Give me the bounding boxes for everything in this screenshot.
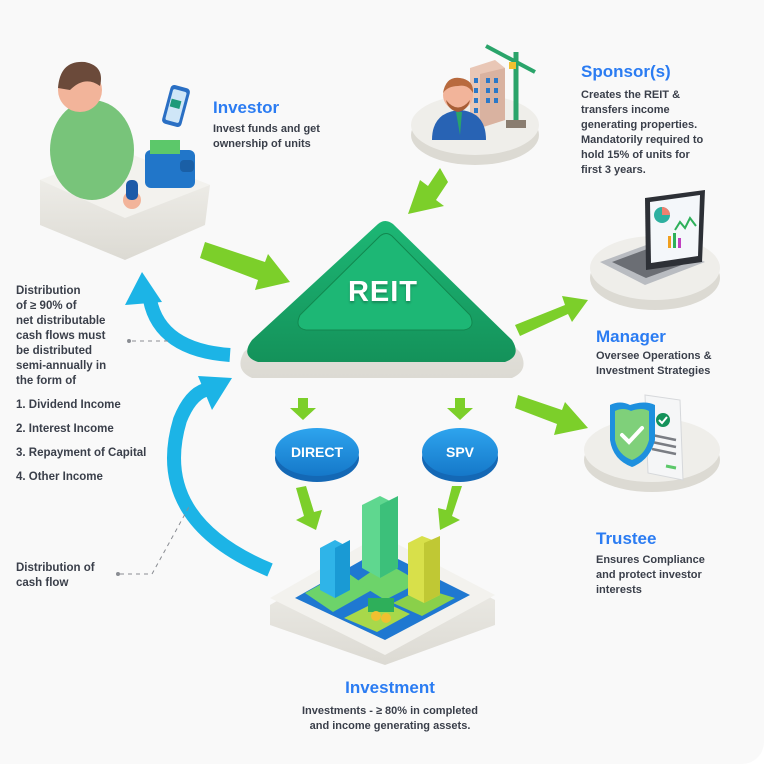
arrow-sponsor-to-reit <box>408 168 448 214</box>
trustee-title: Trustee <box>596 529 657 548</box>
investment-description: Investments - ≥ 80% in completed and inc… <box>302 705 478 732</box>
person-icon <box>50 61 141 209</box>
distribution-forms-list: 1. Dividend Income 2. Interest Income 3.… <box>16 398 146 484</box>
trustee-label: Trustee Ensures Compliance and protect i… <box>596 529 705 598</box>
investor-description: Invest funds and get ownership of units <box>213 123 320 150</box>
trustee-description: Ensures Compliance and protect investor … <box>596 554 705 596</box>
manager-description: Oversee Operations & Investment Strategi… <box>596 350 712 377</box>
distribution-arrow-to-investor <box>125 272 231 362</box>
cashflow-note: Distribution of cash flow <box>16 562 95 589</box>
manager-title: Manager <box>596 327 666 346</box>
wallet-icon <box>145 140 195 188</box>
spv-label: SPV <box>445 444 474 460</box>
phone-icon <box>162 84 190 128</box>
building-icon <box>362 496 398 578</box>
building-icon <box>470 60 505 128</box>
arrow-reit-to-trustee <box>515 395 588 435</box>
investor-label: Investor Invest funds and get ownership … <box>213 98 320 152</box>
cashflow-arrow-to-reit <box>167 376 273 577</box>
sponsor-illustration <box>411 44 539 165</box>
connector-dot <box>116 572 120 576</box>
money-icon <box>368 598 394 623</box>
arrow-direct-to-investment <box>296 486 322 530</box>
sponsor-title: Sponsor(s) <box>581 62 671 81</box>
manager-illustration <box>590 190 720 310</box>
arrow-spv-to-investment <box>438 486 462 530</box>
sponsor-label: Sponsor(s) Creates the REIT & transfers … <box>581 62 703 178</box>
annotation-connectors <box>120 340 191 575</box>
investment-title: Investment <box>345 678 435 697</box>
spv-disc <box>422 428 498 482</box>
building-icon <box>320 540 350 598</box>
trustee-illustration <box>584 394 720 492</box>
list-item: 4. Other Income <box>16 471 103 483</box>
laptop-icon <box>600 190 705 285</box>
list-item: 3. Repayment of Capital <box>16 447 147 459</box>
distribution-note: Distribution of ≥ 90% of net distributab… <box>16 285 107 387</box>
crane-icon <box>485 44 536 128</box>
direct-disc <box>275 428 359 482</box>
arrow-investor-to-reit <box>200 242 290 290</box>
connector-dot <box>127 339 131 343</box>
reit-label: REIT <box>347 276 419 308</box>
manager-label: Manager Oversee Operations & Investment … <box>596 327 712 379</box>
building-icon <box>408 536 440 603</box>
sponsor-description: Creates the REIT & transfers income gene… <box>581 89 704 176</box>
reit-platform <box>240 221 524 378</box>
shield-check-icon <box>610 402 655 467</box>
arrow-reit-to-direct <box>290 398 316 420</box>
flow-arrows <box>200 168 588 530</box>
investment-illustration <box>270 496 495 665</box>
list-item: 1. Dividend Income <box>16 399 121 411</box>
direct-label: DIRECT <box>290 444 344 460</box>
investor-illustration <box>40 61 210 260</box>
arrow-reit-to-manager <box>515 296 588 336</box>
list-item: 2. Interest Income <box>16 423 114 435</box>
businessman-icon <box>432 77 486 140</box>
investment-label: Investment Investments - ≥ 80% in comple… <box>270 678 510 734</box>
arrow-reit-to-spv <box>447 398 473 420</box>
investor-title: Investor <box>213 98 280 117</box>
